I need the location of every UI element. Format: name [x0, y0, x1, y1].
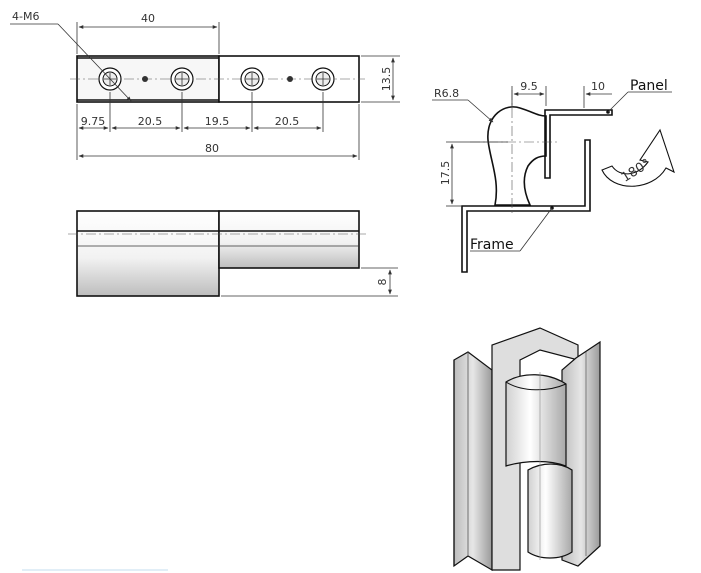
knuckle-body	[487, 106, 547, 206]
radius-leader	[467, 99, 494, 123]
section-view: R6.8 9.5 10 Panel 17.5 Frame 180°	[432, 78, 675, 273]
dim-13-5: 13.5	[380, 67, 393, 92]
dim-17-5: 17.5	[439, 161, 452, 186]
pin-hole-1	[142, 76, 148, 82]
dim-10: 10	[591, 80, 605, 93]
iso-knuckle-lower	[527, 463, 573, 559]
frame-leader	[519, 207, 553, 252]
pin-hole-2	[287, 76, 293, 82]
panel-label: Panel	[630, 78, 668, 94]
dim-80: 80	[205, 142, 219, 155]
frame-leaf	[461, 139, 591, 273]
dim-20-5-b: 20.5	[275, 115, 300, 128]
dim-9-5: 9.5	[520, 80, 538, 93]
iso-frame-leaf-left	[453, 351, 493, 572]
dim-8: 8	[376, 279, 389, 286]
radius-label: R6.8	[434, 87, 459, 100]
top-view: 4-M6 40 13.5 9.75 20.5 19.5 20.5 80	[10, 10, 400, 160]
rotation-arrow-icon	[601, 128, 675, 187]
callout-label: 4-M6	[12, 10, 39, 23]
panel-leaf	[544, 109, 613, 179]
isometric-view	[453, 327, 601, 572]
frame-label: Frame	[470, 237, 514, 253]
knuckle-left	[76, 210, 220, 297]
dim-20-5-a: 20.5	[138, 115, 163, 128]
chain-dimensions	[76, 92, 360, 160]
dim-19-5: 19.5	[205, 115, 230, 128]
callout-leader-arrow	[57, 23, 132, 102]
side-view: 8	[68, 210, 398, 297]
iso-knuckle-upper	[505, 374, 567, 467]
dim-9-75: 9.75	[81, 115, 106, 128]
panel-leader	[607, 91, 629, 113]
knuckle-right	[218, 210, 360, 269]
dim-40: 40	[141, 12, 155, 25]
